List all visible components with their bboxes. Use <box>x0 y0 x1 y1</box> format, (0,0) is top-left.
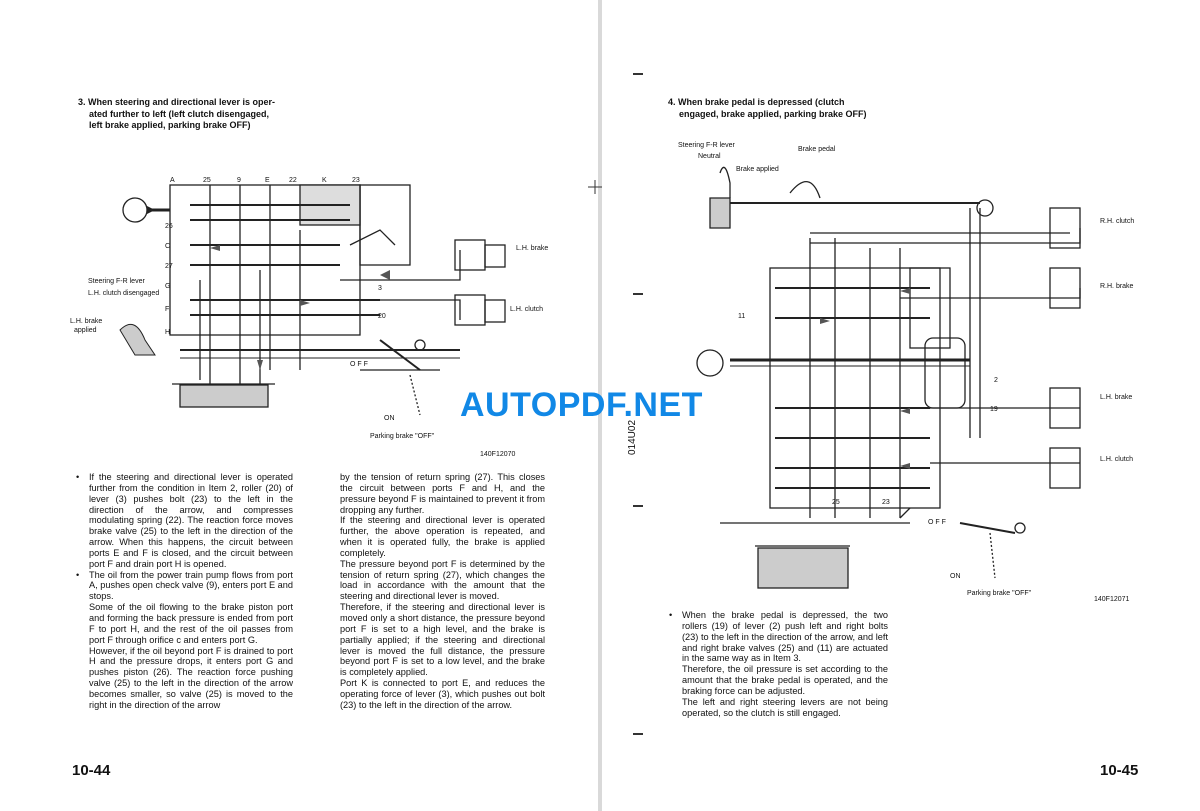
callout-brake-pedal: Brake pedal <box>798 146 836 153</box>
label-9: 9 <box>237 177 241 184</box>
paragraph: by the tension of return spring (27). Th… <box>340 472 545 515</box>
paragraph: When the brake pedal is depressed, the t… <box>669 610 888 664</box>
callout-steering-lever: Steering F-R lever <box>88 278 145 285</box>
label-F: F <box>165 306 169 313</box>
margin-code: 014U02 <box>627 419 638 455</box>
callout-lh-brake: L.H. brake <box>1100 394 1132 401</box>
paragraph: If the steering and directional lever is… <box>340 515 545 558</box>
section-3-heading: 3. When steering and directional lever i… <box>78 97 276 130</box>
page-gutter <box>598 0 602 811</box>
label-23: 23 <box>882 499 890 506</box>
label-on: ON <box>384 415 395 422</box>
callout-lh-brake: L.H. brake <box>70 318 102 325</box>
callout-lh-brake-right: L.H. brake <box>516 245 548 252</box>
label-19: 19 <box>990 406 998 413</box>
paragraph: The oil from the power train pump flows … <box>76 570 293 603</box>
margin-tick <box>633 733 643 735</box>
paragraph: However, if the oil beyond port F is dra… <box>89 645 293 710</box>
paragraph: If the steering and directional lever is… <box>76 472 293 570</box>
figure-id-right: 140F12071 <box>1094 596 1130 603</box>
callout-brake-applied: Brake applied <box>736 166 779 173</box>
callout-lh-clutch: L.H. clutch <box>1100 456 1133 463</box>
margin-tick <box>633 73 643 75</box>
right-page <box>602 0 1200 811</box>
page-number-left: 10-44 <box>72 762 111 779</box>
label-G: G <box>165 283 170 290</box>
callout-rh-clutch: R.H. clutch <box>1100 218 1134 225</box>
right-text-column: When the brake pedal is depressed, the t… <box>669 610 888 718</box>
registration-mark-icon <box>588 180 602 194</box>
callout-steering-lever: Steering F-R lever <box>678 142 735 149</box>
paragraph: The left and right steering levers are n… <box>682 696 888 718</box>
callout-rh-brake: R.H. brake <box>1100 283 1134 290</box>
label-K: K <box>322 177 327 184</box>
callout-parking-brake: Parking brake "OFF" <box>967 590 1032 597</box>
callout-applied: applied <box>74 327 97 334</box>
label-22: 22 <box>289 177 297 184</box>
paragraph: Some of the oil flowing to the brake pis… <box>89 602 293 645</box>
hydraulic-diagram-left: A 25 9 E 22 K 23 26 C 27 G F H Steering … <box>70 177 548 458</box>
left-page <box>0 0 598 811</box>
label-A: A <box>170 177 175 184</box>
label-2: 2 <box>994 377 998 384</box>
label-off: O F F <box>350 361 368 368</box>
label-on: ON <box>950 573 961 580</box>
page-number-right: 10-45 <box>1100 762 1139 779</box>
callout-lh-clutch: L.H. clutch <box>510 306 543 313</box>
label-3: 3 <box>378 285 382 292</box>
left-text-column-1: If the steering and directional lever is… <box>76 472 293 711</box>
label-27: 27 <box>165 263 173 270</box>
callout-neutral: Neutral <box>698 153 721 160</box>
label-25: 25 <box>203 177 211 184</box>
callout-lh-clutch-disengaged: L.H. clutch disengaged <box>88 290 159 297</box>
margin-tick <box>633 293 643 295</box>
hydraulic-diagram-right: Steering F-R lever Neutral Brake pedal B… <box>678 142 1134 603</box>
callout-parking-brake: Parking brake "OFF" <box>370 433 435 440</box>
label-20: 20 <box>378 313 386 320</box>
label-C: C <box>165 243 170 250</box>
watermark: AUTOPDF.NET <box>460 386 703 424</box>
left-text-column-2: by the tension of return spring (27). Th… <box>340 472 545 711</box>
label-11: 11 <box>738 313 745 320</box>
paragraph: Port K is connected to port E, and reduc… <box>340 678 545 710</box>
label-H: H <box>165 329 170 336</box>
label-E: E <box>265 177 270 184</box>
figure-id-left: 140F12070 <box>480 451 516 458</box>
paragraph: The pressure beyond port F is determined… <box>340 558 545 602</box>
label-off: O F F <box>928 519 946 526</box>
label-26: 26 <box>165 223 173 230</box>
paragraph: Therefore, if the steering and direction… <box>340 602 545 678</box>
section-4-heading: 4. When brake pedal is depressed (clutch… <box>668 97 867 119</box>
label-25: 25 <box>832 499 840 506</box>
paragraph: Therefore, the oil pressure is set accor… <box>682 664 888 696</box>
margin-tick <box>633 505 643 507</box>
label-23: 23 <box>352 177 360 184</box>
